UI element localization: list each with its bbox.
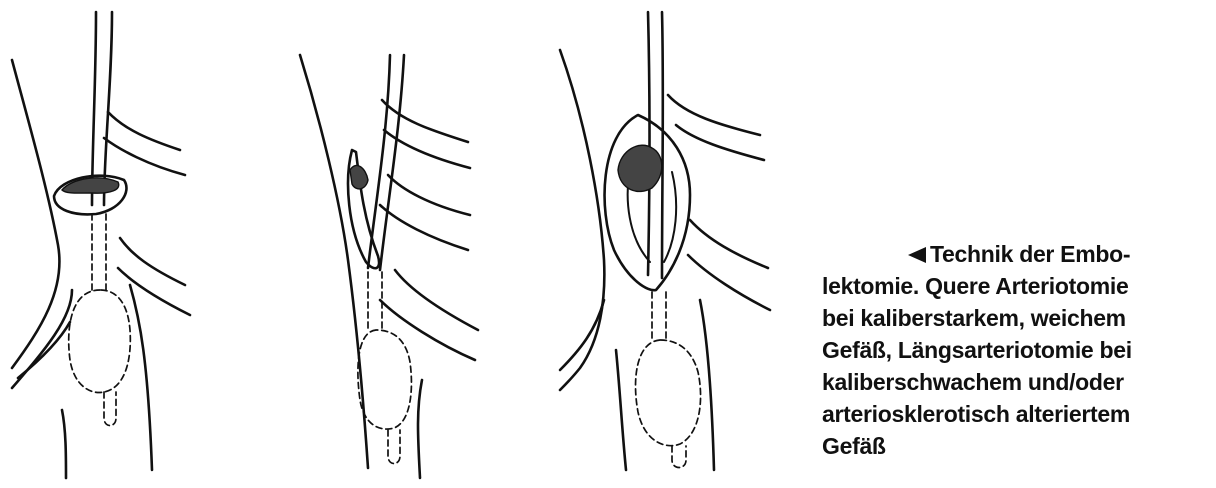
artery-branch bbox=[668, 95, 770, 310]
caption-line-4: Gefäß, Längsarteriotomie bei bbox=[822, 334, 1212, 366]
caption-line-3: bei kaliberstarkem, weichem bbox=[822, 302, 1212, 334]
clot-mass bbox=[350, 165, 368, 188]
left-pointing-triangle-icon bbox=[908, 247, 926, 263]
balloon-catheter-dashed bbox=[69, 214, 131, 426]
artery-branch bbox=[104, 112, 190, 315]
transverse-incision bbox=[54, 176, 126, 215]
balloon-catheter-dashed bbox=[636, 292, 701, 468]
caption-line-5: kaliberschwachem und/oder bbox=[822, 366, 1212, 398]
artery-branch bbox=[380, 100, 470, 250]
caption-line-1: Technik der Embo- bbox=[930, 241, 1130, 267]
panel-longitudinal-arteriotomy-1 bbox=[300, 55, 478, 478]
artery-outline bbox=[300, 55, 478, 478]
caption-line-6: arteriosklerotisch alteriertem bbox=[822, 398, 1212, 430]
panel-transverse-arteriotomy bbox=[12, 12, 190, 478]
artery-outline bbox=[12, 60, 152, 478]
catheter bbox=[368, 55, 404, 270]
panel-longitudinal-arteriotomy-2 bbox=[560, 12, 770, 470]
caption-line-2: lektomie. Quere Arteriotomie bbox=[822, 270, 1212, 302]
clot-mass bbox=[618, 145, 662, 191]
caption-line-7: Gefäß bbox=[822, 430, 1212, 462]
catheter bbox=[648, 12, 663, 278]
figure-caption: Technik der Embo- lektomie. Quere Arteri… bbox=[822, 238, 1212, 462]
